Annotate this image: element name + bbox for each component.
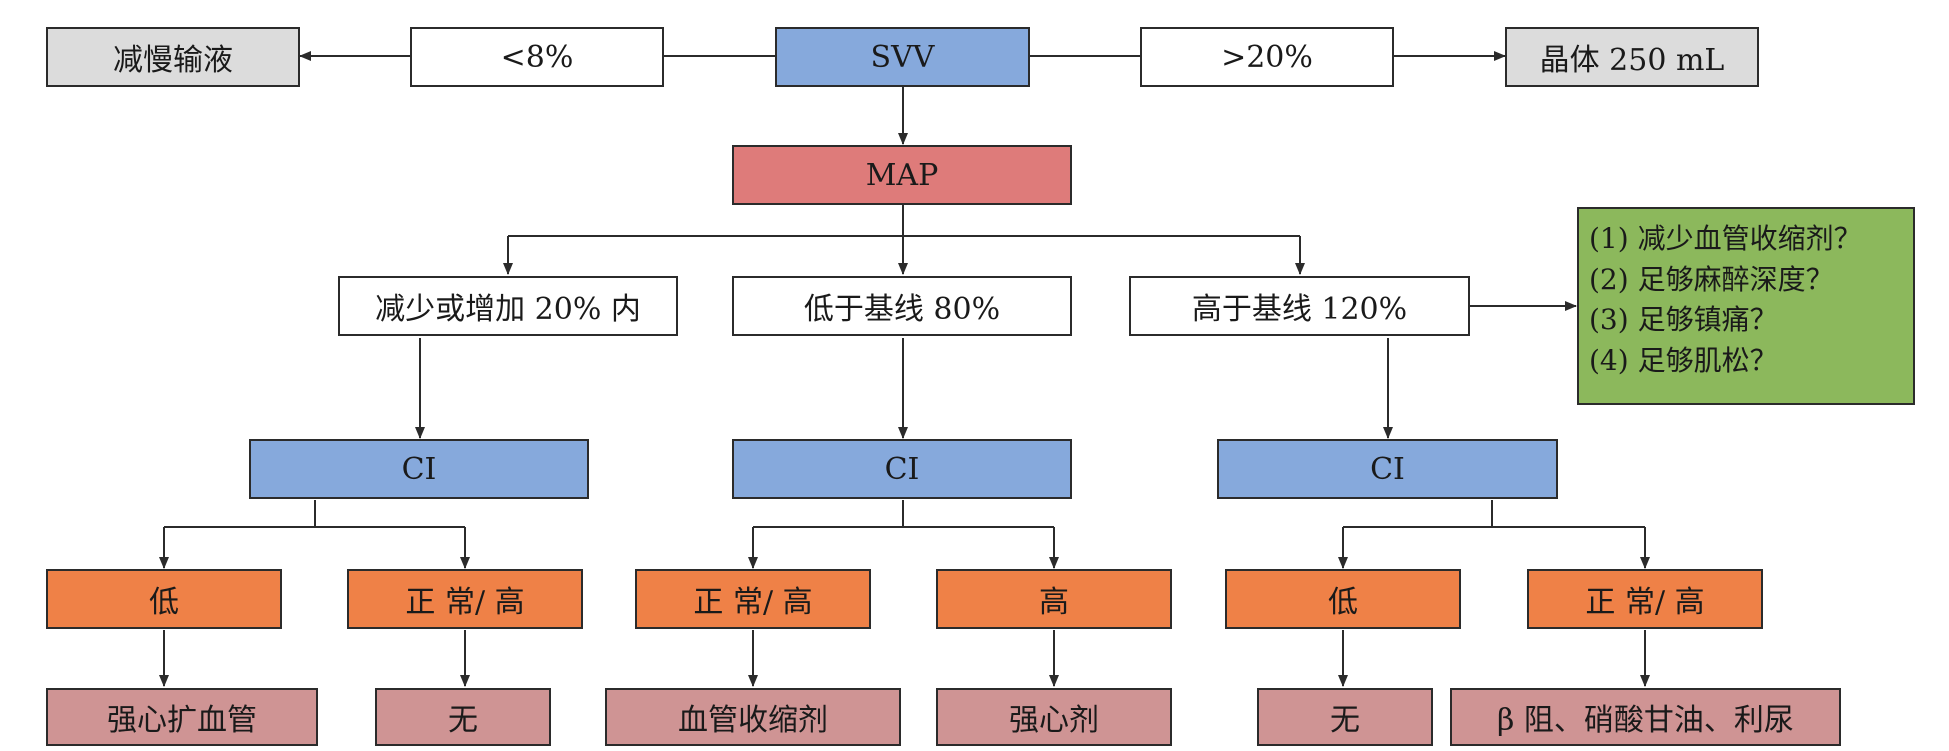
condition-svv-high: >20%	[1140, 27, 1394, 87]
treatment-inotrope-vasodilator: 强心扩血管	[46, 688, 318, 746]
branch-within-20: 减少或增加 20% 内	[338, 276, 678, 336]
treatment-inotrope: 强心剂	[936, 688, 1172, 746]
node-ci-left: CI	[249, 439, 589, 499]
result-crystalloid: 晶体 250 mL	[1505, 27, 1759, 87]
level-right-low: 低	[1225, 569, 1461, 629]
checklist-item-4: (4) 足够肌松？	[1589, 343, 1778, 377]
treatment-vasoconstrictor: 血管收缩剂	[605, 688, 901, 746]
level-middle-normal-high: 正 常/ 高	[635, 569, 871, 629]
treatment-none-right: 无	[1257, 688, 1433, 746]
level-right-normal-high: 正 常/ 高	[1527, 569, 1763, 629]
level-left-normal-high: 正 常/ 高	[347, 569, 583, 629]
level-middle-high: 高	[936, 569, 1172, 629]
checklist-item-3: (3) 足够镇痛？	[1589, 303, 1778, 336]
branch-below-80: 低于基线 80%	[732, 276, 1072, 336]
checklist-box: (1) 减少血管收缩剂？ (2) 足够麻醉深度？ (3) 足够镇痛？ (4) 足…	[1577, 207, 1915, 405]
checklist-item-2: (2) 足够麻醉深度？	[1589, 262, 1834, 296]
condition-svv-low: <8%	[410, 27, 664, 87]
treatment-none-left: 无	[375, 688, 551, 746]
node-ci-middle: CI	[732, 439, 1072, 499]
level-left-low: 低	[46, 569, 282, 629]
checklist-item-1: (1) 减少血管收缩剂？	[1589, 222, 1862, 255]
result-slow-infusion: 减慢输液	[46, 27, 300, 87]
node-map: MAP	[732, 145, 1072, 205]
treatment-beta-blocker-ntg-diuretic: β 阻、硝酸甘油、利尿	[1450, 688, 1841, 746]
node-svv: SVV	[775, 27, 1030, 87]
branch-above-120: 高于基线 120%	[1129, 276, 1470, 336]
node-ci-right: CI	[1217, 439, 1558, 499]
